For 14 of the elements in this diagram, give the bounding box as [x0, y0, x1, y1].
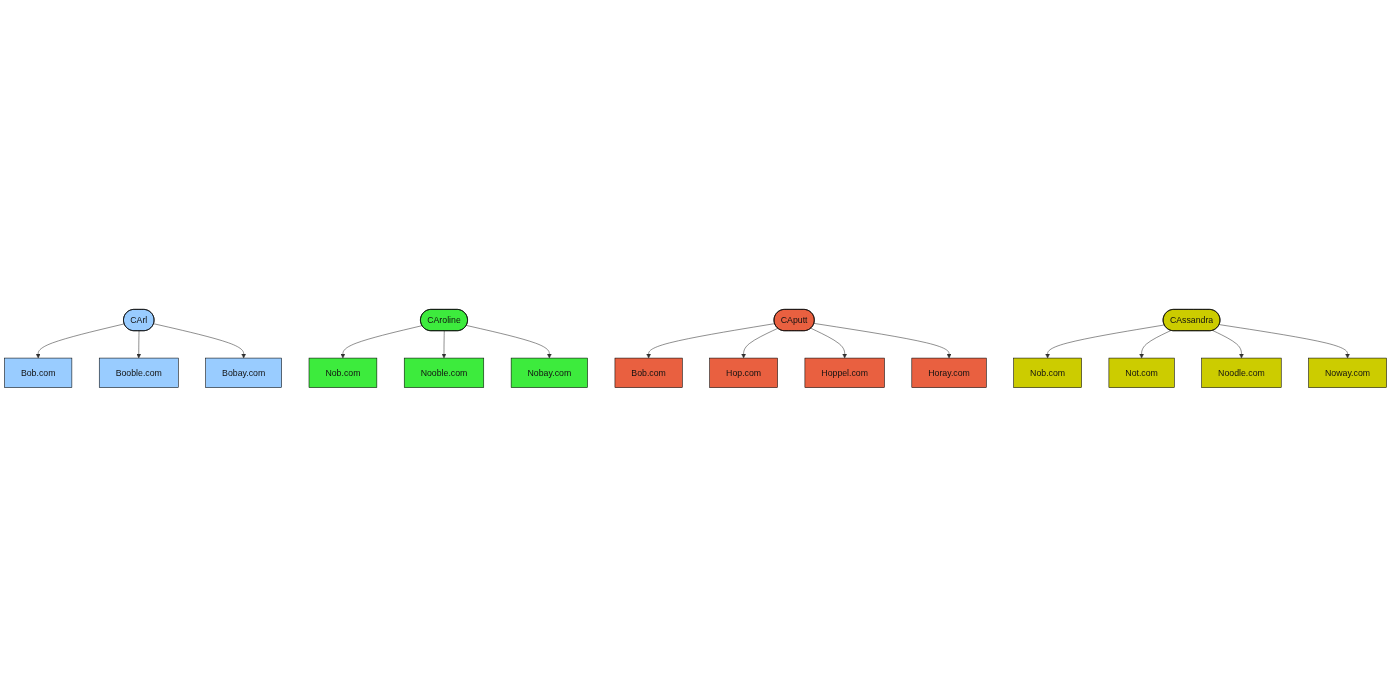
node-box: Not.com	[1108, 357, 1175, 388]
node-box: Horay.com	[911, 357, 987, 388]
node-box: Nob.com	[1013, 357, 1082, 388]
node-box: Bob.com	[614, 357, 683, 388]
node-box: Noodle.com	[1201, 357, 1282, 388]
node-box: Noway.com	[1308, 357, 1387, 388]
node-box: Nooble.com	[403, 357, 485, 388]
node-box: Hop.com	[709, 357, 778, 388]
node-box: Bob.com	[4, 357, 73, 388]
node-box: Nobay.com	[510, 357, 588, 388]
node-box: Hoppel.com	[804, 357, 885, 388]
node-box: Booble.com	[98, 357, 179, 388]
node-box: Bobay.com	[205, 357, 282, 388]
node-box: Nob.com	[308, 357, 378, 388]
